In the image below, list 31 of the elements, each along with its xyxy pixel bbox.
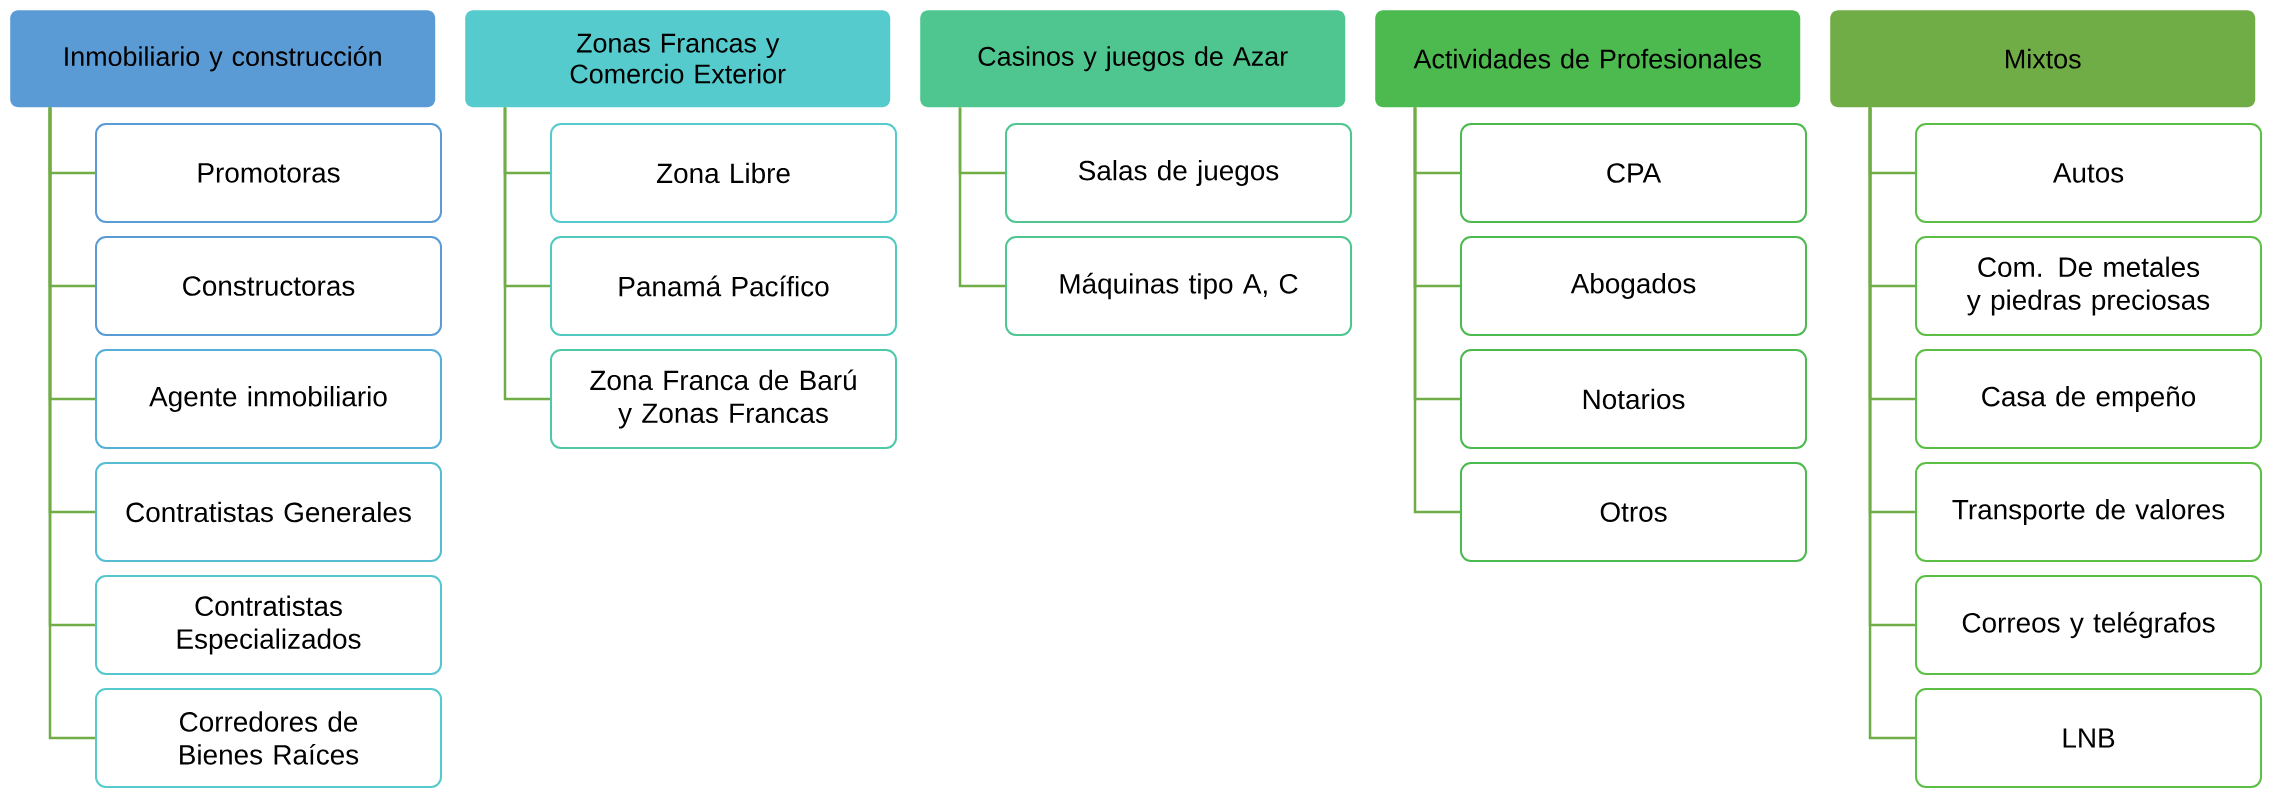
item-box: Casa de empeño [1915,349,2263,449]
item-box: CPA [1460,123,1808,223]
category-box: Zonas Francas y Comercio Exterior [465,10,891,108]
category-box: Casinos y juegos de Azar [920,10,1346,108]
connector-line [1413,107,1460,514]
item-box: Com. De metales y piedras preciosas [1915,236,2263,336]
connector-line [503,107,550,401]
connector-line [1868,107,1916,740]
item-box: Abogados [1460,236,1808,336]
item-box: Promotoras [95,123,442,223]
item-box: Panamá Pacífico [550,236,897,336]
category-box: Inmobiliario y construcción [10,10,436,108]
connector-line [958,107,1005,288]
category-box: Mixtos [1830,10,2256,108]
item-box: Agente inmobiliario [95,349,442,449]
item-box: Constructoras [95,236,442,336]
item-box: Zona Libre [550,123,897,223]
item-box: Contratistas Especializados [95,575,442,675]
item-box: Zona Franca de Barú y Zonas Francas [550,349,897,449]
item-box: Autos [1915,123,2263,223]
item-box: Contratistas Generales [95,462,442,562]
connector-line [48,107,95,740]
item-box: LNB [1915,688,2263,788]
item-box: Salas de juegos [1005,123,1352,223]
item-box: Transporte de valores [1915,462,2263,562]
item-box: Otros [1460,462,1808,562]
item-box: Máquinas tipo A, C [1005,236,1352,336]
item-box: Correos y telégrafos [1915,575,2263,675]
item-box: Corredores de Bienes Raíces [95,688,442,788]
category-box: Actividades de Profesionales [1375,10,1801,108]
item-box: Notarios [1460,349,1808,449]
